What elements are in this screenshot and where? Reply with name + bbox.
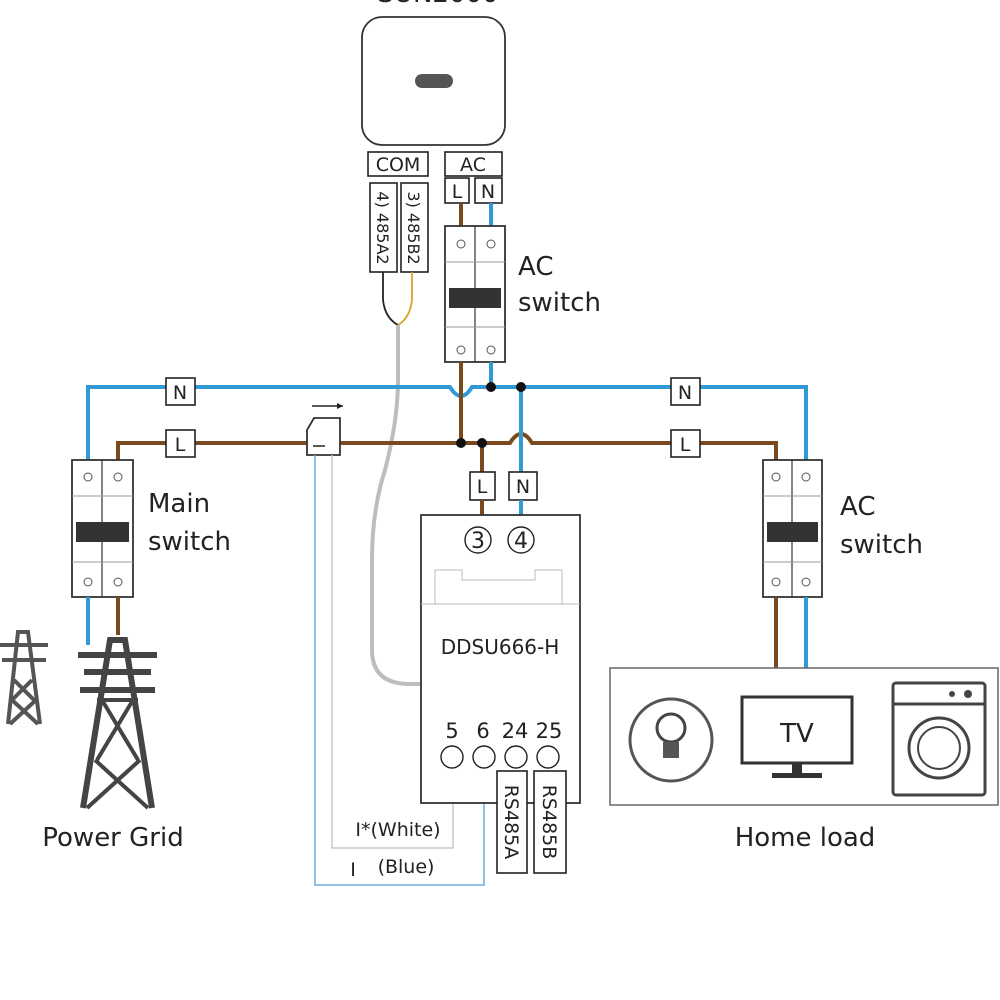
power-tower-icon [78,637,157,810]
rs485-cable [370,325,505,686]
com-port-box [367,151,429,177]
power-grid-label: Power Grid [42,823,183,853]
rs485a-box [496,770,528,874]
ac-switch-load [762,459,823,598]
inverter-logo-icon [415,74,453,88]
light-bulb-icon [628,697,714,783]
pin-485b2-box [400,182,429,273]
meter-terminal-3: 3 [471,529,485,554]
tv-label: TV [779,719,814,749]
inverter-l-box [444,177,470,204]
tv-icon [740,695,854,778]
terminal-24-label: 24 [502,719,529,743]
washing-machine-icon [891,681,987,797]
ac-switch-inverter-label-1: AC [518,252,553,282]
ac-label: AC [460,154,486,176]
ac-switch-inverter [444,225,506,363]
ct-white-wire [331,455,454,849]
svg-text:N: N [173,382,187,404]
bus-label-l-right: L [670,429,701,458]
bus-label-n-left: N [165,377,196,406]
ac-switch-load-label-2: switch [840,530,923,560]
ct-white-label: I*(White) [355,819,440,841]
com-label: COM [376,154,421,176]
meter-terminal-circles [440,745,560,769]
main-switch-label-2: switch [148,527,231,557]
inverter-l-label: L [452,181,463,203]
inverter-title: SUN2000 [377,0,498,9]
pin-485b2-label: 3) 485B2 [404,191,423,264]
meter-terminal-4: 4 [514,529,528,554]
ct-blue-i-label: I [350,859,356,881]
ac-switch-load-label-1: AC [840,492,875,522]
small-power-tower-icon [0,630,48,726]
rs485a-wire [382,272,399,326]
svg-text:N: N [678,382,692,404]
meter-n-box [508,471,538,501]
bus-label-n-right: N [670,377,701,406]
bus-label-l-left: L [165,429,196,458]
svg-text:L: L [175,434,186,456]
terminal-5-label: 5 [445,719,458,743]
inverter-n-label: N [481,181,495,203]
pin-485a2-label: 4) 485A2 [373,191,392,264]
inverter-n-box [474,177,503,204]
terminal-25-label: 25 [536,719,563,743]
meter-name: DDSU666-H [441,635,560,659]
main-switch [71,459,134,598]
rs485b-label: RS485B [538,785,560,860]
home-load-label: Home load [735,823,876,853]
current-transformer [306,403,343,456]
ct-blue-wire [314,455,485,886]
direction-arrow-icon [337,403,343,409]
meter-n-label: N [516,476,530,498]
meter-l-label: L [477,476,488,498]
ct-blue-label: (Blue) [378,856,435,878]
ac-port-box [444,151,503,177]
rs485b-wire [397,272,413,326]
terminal-6-label: 6 [476,719,489,743]
ac-switch-inverter-label-2: switch [518,288,601,318]
main-switch-label-1: Main [148,489,210,519]
junction-dots [456,382,526,448]
svg-text:L: L [680,434,691,456]
rs485b-box [533,770,567,874]
rs485a-label: RS485A [500,785,522,860]
